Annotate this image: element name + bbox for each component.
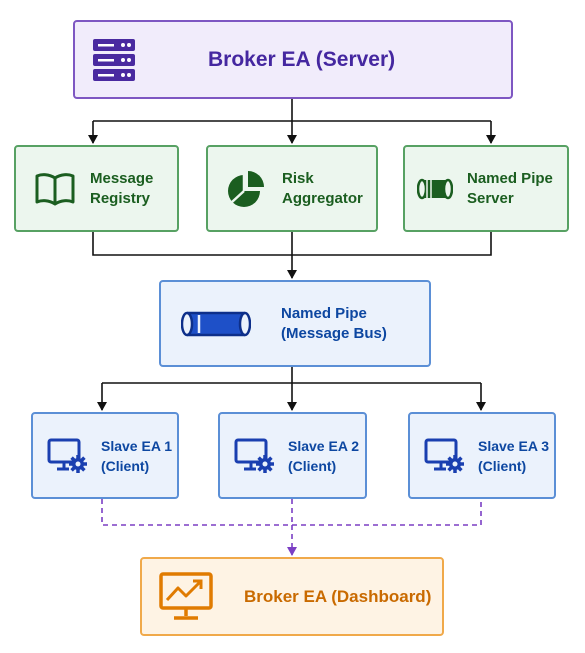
- slave1-label-line2: (Client): [101, 457, 150, 474]
- book-icon: [35, 172, 75, 205]
- slave1-label: Slave EA 1 (Client): [101, 436, 172, 476]
- pipe-icon: [181, 311, 251, 336]
- message-registry-box: Message Registry: [14, 145, 179, 232]
- slave3-label: Slave EA 3 (Client): [478, 436, 549, 476]
- pipe-server-label: Named Pipe Server: [467, 169, 553, 209]
- risk-aggregator-box: Risk Aggregator: [206, 145, 378, 232]
- slave3-label-line2: (Client): [478, 457, 527, 474]
- risk-label: Risk Aggregator: [282, 169, 363, 209]
- monitor-chart-icon: [159, 571, 213, 620]
- bus-label-line1: Named Pipe: [281, 304, 367, 322]
- risk-label-line1: Risk: [282, 169, 314, 187]
- slave3-label-line1: Slave EA 3: [478, 437, 550, 454]
- dashboard-title: Broker EA (Dashboard): [244, 586, 432, 606]
- monitor-gear-icon: [234, 438, 274, 473]
- registry-label-line1: Message: [90, 169, 154, 187]
- message-bus-box: Named Pipe (Message Bus): [159, 280, 431, 367]
- slave-ea-3-box: Slave EA 3 (Client): [408, 412, 556, 499]
- monitor-gear-icon: [47, 438, 87, 473]
- monitor-gear-icon: [424, 438, 464, 473]
- slave2-label: Slave EA 2 (Client): [288, 436, 359, 476]
- broker-server-box: Broker EA (Server): [73, 20, 513, 99]
- slave2-label-line2: (Client): [288, 457, 337, 474]
- slave-ea-1-box: Slave EA 1 (Client): [31, 412, 179, 499]
- pie-chart-icon: [228, 170, 264, 207]
- bus-label-line2: (Message Bus): [281, 324, 387, 342]
- pipe-icon: [417, 178, 453, 199]
- named-pipe-server-box: Named Pipe Server: [403, 145, 569, 232]
- connector-modules-merge: [92, 232, 492, 256]
- server-title: Broker EA (Server): [208, 47, 396, 71]
- pipe-server-label-line2: Server: [467, 189, 514, 207]
- server-rack-icon: [93, 38, 135, 81]
- dashed-connector-clients: [101, 499, 482, 526]
- pipe-server-label-line1: Named Pipe: [467, 169, 553, 187]
- slave2-label-line1: Slave EA 2: [288, 437, 360, 454]
- slave1-label-line1: Slave EA 1: [101, 437, 173, 454]
- registry-label-line2: Registry: [90, 189, 151, 207]
- broker-dashboard-box: Broker EA (Dashboard): [140, 557, 444, 636]
- connector-server-to-modules: [93, 99, 491, 122]
- risk-label-line2: Aggregator: [282, 189, 363, 207]
- registry-label: Message Registry: [90, 169, 153, 209]
- slave-ea-2-box: Slave EA 2 (Client): [218, 412, 367, 499]
- connector-bus-to-clients: [102, 367, 481, 384]
- bus-label: Named Pipe (Message Bus): [281, 304, 387, 344]
